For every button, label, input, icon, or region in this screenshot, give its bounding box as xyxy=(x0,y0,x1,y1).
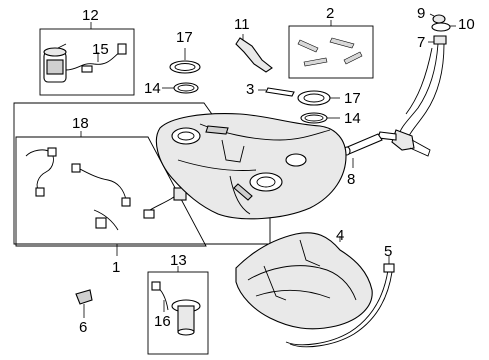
callout-17-lower: 17 xyxy=(344,90,361,107)
callout-1: 1 xyxy=(112,259,121,276)
harness-box xyxy=(15,131,207,247)
callout-7: 7 xyxy=(417,34,426,51)
pad xyxy=(258,87,295,97)
callout-14-upper: 14 xyxy=(144,80,161,97)
callout-12: 12 xyxy=(82,7,99,24)
callout-15: 15 xyxy=(92,41,109,58)
callout-8: 8 xyxy=(347,171,356,188)
strap xyxy=(285,256,395,348)
pump-module-box xyxy=(39,22,135,96)
callout-18: 18 xyxy=(72,115,89,132)
gasket-lower xyxy=(300,112,340,124)
callout-13: 13 xyxy=(170,252,187,269)
callout-6: 6 xyxy=(79,319,88,336)
hose xyxy=(343,133,383,168)
strap-kit-box xyxy=(288,20,374,79)
fuel-tank xyxy=(155,113,347,220)
bracket xyxy=(235,34,273,73)
callout-9: 9 xyxy=(417,5,426,22)
lock-ring-lower xyxy=(297,90,340,106)
callout-2: 2 xyxy=(326,5,335,22)
callout-4: 4 xyxy=(336,227,345,244)
heat-shield xyxy=(235,232,373,330)
callout-11: 11 xyxy=(234,16,250,33)
sender-box xyxy=(147,266,209,355)
callout-3: 3 xyxy=(246,81,255,98)
callout-17-upper: 17 xyxy=(176,29,193,46)
callout-16: 16 xyxy=(154,313,171,330)
filler-pipe xyxy=(377,13,456,157)
lock-ring-upper xyxy=(169,48,201,74)
gasket-upper xyxy=(162,82,199,94)
callout-5: 5 xyxy=(384,243,393,260)
clip xyxy=(75,289,93,318)
callout-10: 10 xyxy=(458,16,475,33)
callout-14-lower: 14 xyxy=(344,110,361,127)
